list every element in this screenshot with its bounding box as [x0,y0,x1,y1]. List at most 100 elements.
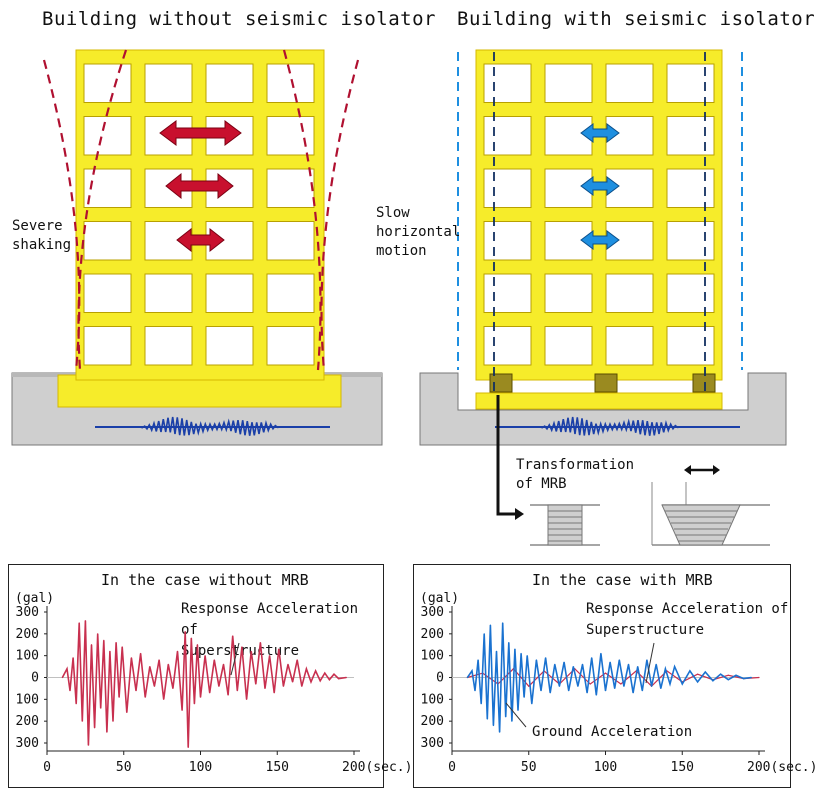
right-diagram-title: Building with seismic isolator [457,8,815,30]
data-point [531,703,533,705]
window [83,273,132,313]
window [666,168,715,208]
data-point [97,633,99,635]
window [266,326,315,366]
data-point [167,663,169,665]
data-point [595,694,597,696]
data-point [187,746,189,748]
data-point [333,673,335,675]
window [266,63,315,103]
window [266,221,315,261]
window [483,116,532,156]
data-point [172,687,174,690]
window [266,168,315,208]
window [483,273,532,313]
right-sway-curve-inner [282,49,322,371]
y-tick-label: 300 [421,736,444,751]
data-point [609,661,611,663]
left-building [57,49,342,408]
data-point [115,641,117,644]
data-point [520,652,522,655]
building-diagram [11,49,787,546]
y-tick-label: 0 [31,671,39,686]
data-point [697,681,699,683]
transformation-leader-line [496,395,515,516]
left-diagram-title: Building without seismic isolator [42,8,436,30]
window [144,63,193,103]
data-point [508,641,510,644]
window [605,273,654,313]
data-point [69,690,71,692]
severe-shaking-label: Severe shaking [12,218,72,253]
x-tick-label: 150 [671,760,694,775]
data-point [75,703,77,705]
data-point [163,698,165,700]
data-point [572,665,574,668]
note-pointer [505,702,527,728]
data-point [324,672,326,674]
data-point [103,639,105,641]
data-point [511,720,513,722]
data-point [492,724,495,727]
data-point [118,696,120,698]
right-building [475,49,723,410]
left-seismic-wave [139,416,281,436]
data-point [523,696,525,698]
data-point [554,663,556,665]
x-tick-label: 50 [521,760,537,775]
data-point [743,677,745,680]
data-point [176,650,179,652]
window [83,221,132,261]
window [83,116,132,156]
window [144,273,193,313]
data-point [727,674,729,676]
data-point [618,659,620,661]
data-point [296,659,298,661]
data-point [514,648,516,650]
data-point [81,720,83,722]
data-point [466,676,468,679]
data-point [181,709,183,711]
data-point [664,668,666,670]
data-point [632,692,634,694]
data-point [483,633,485,635]
red-arrow-icon [176,227,225,253]
x-tick-label: 0 [43,760,51,775]
data-point [477,659,479,661]
note-pointer [230,642,240,676]
data-point [669,683,671,685]
x-tick-label: 100 [594,760,617,775]
data-point [199,696,202,698]
data-point [697,673,699,675]
data-point [655,663,657,665]
data-point [502,622,504,624]
data-point [568,690,570,692]
data-point [282,685,284,687]
series-line-2 [466,622,752,733]
data-point [712,680,714,682]
data-point [563,661,565,663]
data-point [66,668,68,670]
data-point [620,683,622,685]
y-tick-label: 100 [16,692,39,707]
data-point [535,659,538,661]
data-point [328,679,331,681]
window [83,326,132,366]
window [483,326,532,366]
data-point [93,727,96,729]
data-point [273,692,275,694]
data-point [489,624,491,626]
data-point [121,646,123,648]
data-point [704,671,706,673]
data-point [87,744,90,746]
data-point [109,650,111,652]
window [483,63,532,103]
y-tick-label: 300 [16,605,39,620]
red-arrow-icon [165,172,234,200]
window [483,221,532,261]
data-point [315,670,317,672]
data-point [264,687,266,690]
mrb-undeformed-icon [530,504,600,546]
y-tick-label: 100 [16,649,39,664]
data-point [480,703,482,705]
